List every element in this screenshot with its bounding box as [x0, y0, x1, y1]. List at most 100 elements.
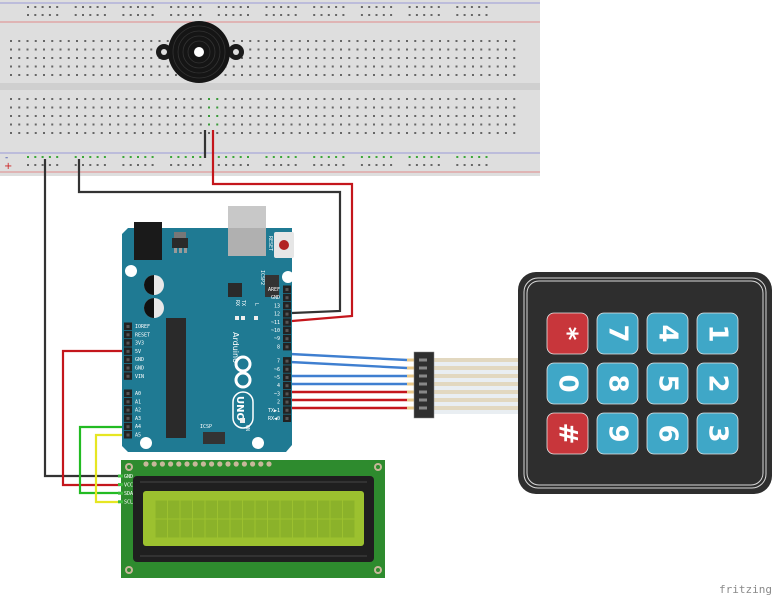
breadboard-hole[interactable] [335, 164, 338, 166]
breadboard-hole[interactable] [191, 115, 194, 117]
breadboard-hole[interactable] [27, 14, 29, 16]
breadboard-hole[interactable] [373, 123, 375, 126]
breadboard-hole[interactable] [216, 123, 219, 126]
breadboard-hole[interactable] [422, 40, 425, 42]
breadboard-hole[interactable] [485, 6, 488, 8]
breadboard-hole[interactable] [18, 106, 21, 109]
breadboard-hole[interactable] [375, 156, 378, 158]
breadboard-hole[interactable] [241, 115, 243, 117]
breadboard-hole[interactable] [282, 115, 285, 117]
breadboard-hole[interactable] [415, 6, 418, 8]
breadboard-hole[interactable] [122, 14, 125, 16]
breadboard-hole[interactable] [455, 65, 458, 68]
breadboard-hole[interactable] [414, 115, 417, 117]
breadboard-hole[interactable] [331, 115, 334, 117]
breadboard-hole[interactable] [307, 106, 309, 109]
breadboard-hole[interactable] [175, 123, 177, 126]
breadboard-hole[interactable] [239, 156, 242, 158]
breadboard-hole[interactable] [265, 98, 268, 100]
breadboard-hole[interactable] [59, 57, 62, 59]
breadboard-hole[interactable] [26, 123, 29, 126]
breadboard-hole[interactable] [340, 123, 342, 126]
breadboard-hole[interactable] [298, 115, 301, 117]
breadboard-hole[interactable] [406, 65, 408, 68]
breadboard-hole[interactable] [125, 65, 128, 68]
breadboard-hole[interactable] [307, 65, 309, 68]
breadboard-hole[interactable] [381, 48, 384, 51]
breadboard-hole[interactable] [422, 65, 425, 68]
breadboard-hole[interactable] [18, 57, 21, 59]
breadboard-hole[interactable] [447, 106, 450, 109]
breadboard-hole[interactable] [183, 132, 186, 134]
breadboard-hole[interactable] [496, 98, 499, 100]
breadboard-hole[interactable] [364, 40, 367, 42]
breadboard-hole[interactable] [472, 65, 474, 68]
breadboard-hole[interactable] [307, 57, 309, 59]
breadboard-hole[interactable] [41, 14, 44, 16]
breadboard-hole[interactable] [439, 48, 441, 51]
breadboard-hole[interactable] [117, 115, 120, 117]
breadboard-hole[interactable] [51, 57, 54, 59]
breadboard-hole[interactable] [199, 123, 202, 126]
breadboard-hole[interactable] [480, 115, 483, 117]
breadboard-hole[interactable] [315, 123, 318, 126]
breadboard-hole[interactable] [199, 156, 202, 158]
i2c-pin[interactable] [118, 500, 123, 504]
breadboard-hole[interactable] [142, 98, 144, 100]
breadboard-hole[interactable] [280, 6, 283, 8]
breadboard-hole[interactable] [439, 57, 441, 59]
breadboard-hole[interactable] [422, 115, 425, 117]
lcd-pin[interactable] [200, 461, 206, 467]
breadboard-hole[interactable] [463, 14, 466, 16]
breadboard-hole[interactable] [125, 48, 128, 51]
breadboard-hole[interactable] [150, 57, 153, 59]
breadboard-hole[interactable] [340, 132, 342, 134]
i2c-pin[interactable] [118, 474, 123, 478]
breadboard-hole[interactable] [496, 74, 499, 76]
breadboard-hole[interactable] [265, 14, 268, 16]
breadboard-hole[interactable] [390, 156, 393, 158]
breadboard-hole[interactable] [249, 132, 252, 134]
breadboard-hole[interactable] [100, 48, 103, 51]
breadboard-hole[interactable] [422, 106, 425, 109]
breadboard-hole[interactable] [100, 65, 103, 68]
breadboard-hole[interactable] [18, 40, 21, 42]
breadboard-hole[interactable] [199, 98, 202, 100]
breadboard-hole[interactable] [175, 74, 177, 76]
breadboard-hole[interactable] [496, 65, 499, 68]
breadboard-hole[interactable] [430, 40, 433, 42]
breadboard-hole[interactable] [294, 6, 297, 8]
breadboard-hole[interactable] [485, 14, 488, 16]
breadboard-hole[interactable] [82, 6, 84, 8]
breadboard-hole[interactable] [184, 164, 187, 166]
breadboard-hole[interactable] [381, 115, 384, 117]
breadboard-hole[interactable] [43, 40, 45, 42]
breadboard-hole[interactable] [166, 98, 169, 100]
breadboard-hole[interactable] [480, 65, 483, 68]
breadboard-hole[interactable] [117, 132, 120, 134]
breadboard-hole[interactable] [323, 65, 326, 68]
breadboard-hole[interactable] [51, 115, 54, 117]
breadboard-hole[interactable] [76, 57, 78, 59]
breadboard-hole[interactable] [26, 98, 29, 100]
breadboard-hole[interactable] [59, 106, 62, 109]
breadboard-hole[interactable] [18, 48, 21, 51]
breadboard-hole[interactable] [373, 40, 375, 42]
breadboard-hole[interactable] [59, 48, 62, 51]
breadboard-hole[interactable] [27, 156, 29, 158]
breadboard-hole[interactable] [142, 115, 144, 117]
breadboard-hole[interactable] [191, 98, 194, 100]
breadboard-hole[interactable] [422, 74, 425, 76]
lcd-pin[interactable] [241, 461, 247, 467]
breadboard-hole[interactable] [290, 115, 293, 117]
breadboard-hole[interactable] [158, 98, 161, 100]
breadboard-hole[interactable] [89, 6, 92, 8]
breadboard-hole[interactable] [478, 14, 481, 16]
breadboard-hole[interactable] [84, 106, 87, 109]
breadboard-hole[interactable] [34, 40, 37, 42]
breadboard-hole[interactable] [232, 156, 235, 158]
breadboard-hole[interactable] [92, 106, 95, 109]
keypad-key[interactable]: 0 [546, 362, 589, 405]
breadboard-hole[interactable] [125, 74, 128, 76]
breadboard-hole[interactable] [513, 115, 516, 117]
